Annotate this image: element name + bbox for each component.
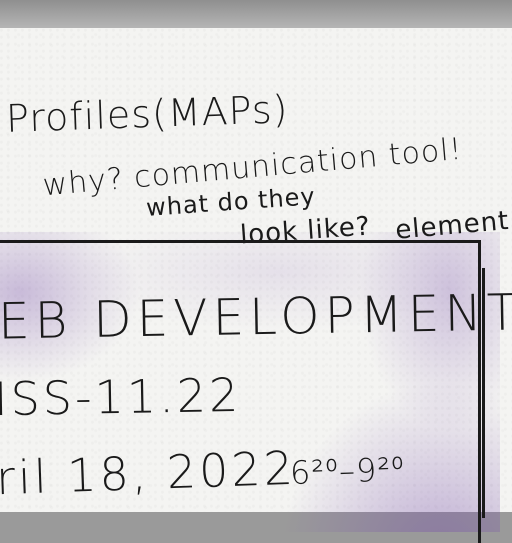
card-code: ISS-11.22	[0, 367, 242, 427]
background-wall	[0, 0, 512, 28]
card-right-edge	[482, 268, 485, 518]
card-time: 6²⁰–9²⁰	[289, 450, 406, 492]
card-title: EB DEVELOPMENT	[0, 283, 512, 351]
paper-sheet	[0, 28, 512, 512]
purple-watercolor-wash	[0, 232, 500, 532]
card-date: ril 18, 2022	[0, 440, 297, 506]
card-border	[0, 240, 481, 543]
